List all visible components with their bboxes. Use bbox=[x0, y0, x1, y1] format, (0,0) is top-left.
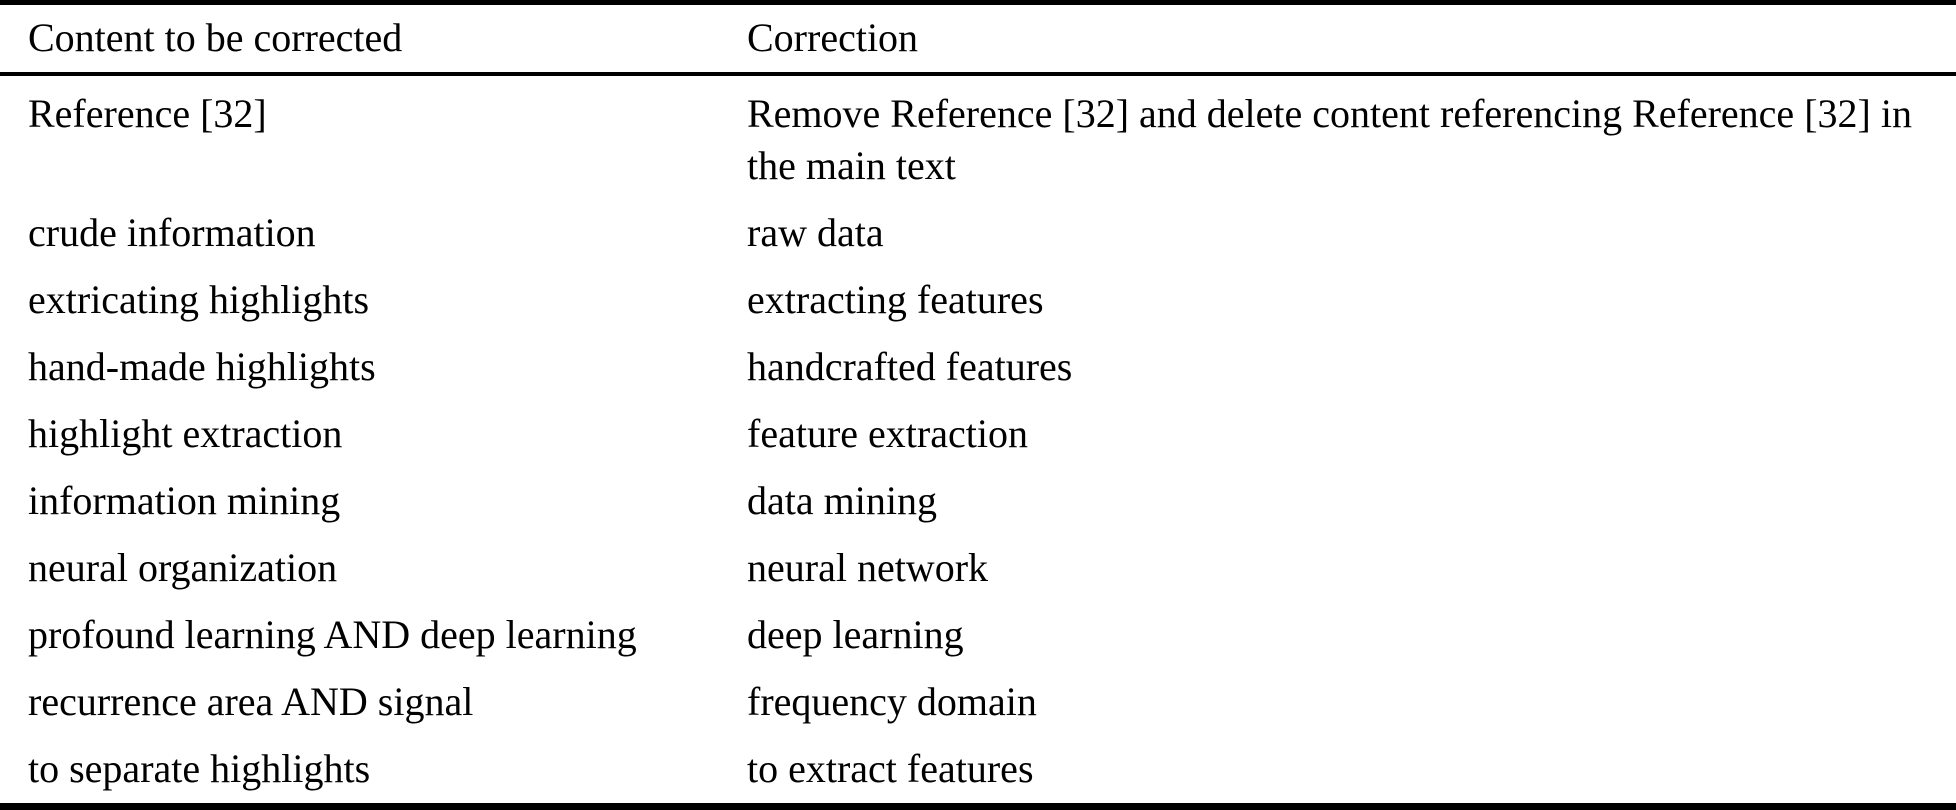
header-correction: Correction bbox=[747, 2, 1956, 76]
table-row: recurrence area AND signal frequency dom… bbox=[0, 669, 1956, 736]
correction-cell: raw data bbox=[747, 210, 884, 255]
correction-cell: to extract features bbox=[747, 746, 1034, 791]
correction-cell: data mining bbox=[747, 478, 937, 523]
content-cell: to separate highlights bbox=[28, 746, 371, 791]
table-row: to separate highlights to extract featur… bbox=[0, 736, 1956, 807]
content-cell: information mining bbox=[28, 478, 341, 523]
table-row: information mining data mining bbox=[0, 468, 1956, 535]
correction-cell: extracting features bbox=[747, 277, 1044, 322]
table-row: highlight extraction feature extraction bbox=[0, 401, 1956, 468]
correction-cell: frequency domain bbox=[747, 679, 1037, 724]
content-cell: neural organization bbox=[28, 545, 338, 590]
correction-cell: deep learning bbox=[747, 612, 964, 657]
header-content-to-be-corrected: Content to be corrected bbox=[0, 2, 747, 76]
table-row: extricating highlights extracting featur… bbox=[0, 267, 1956, 334]
correction-cell: feature extraction bbox=[747, 411, 1028, 456]
header-row: Content to be corrected Correction bbox=[0, 2, 1956, 76]
content-cell: Reference [32] bbox=[28, 91, 267, 136]
content-cell: profound learning AND deep learning bbox=[28, 612, 637, 657]
correction-cell: neural network bbox=[747, 545, 989, 590]
table-row: crude information raw data bbox=[0, 200, 1956, 267]
content-cell: extricating highlights bbox=[28, 277, 370, 322]
correction-cell: Remove Reference [32] and delete content… bbox=[747, 91, 1912, 188]
table-header: Content to be corrected Correction bbox=[0, 2, 1956, 76]
table-row: hand-made highlights handcrafted feature… bbox=[0, 334, 1956, 401]
content-cell: recurrence area AND signal bbox=[28, 679, 474, 724]
content-cell: hand-made highlights bbox=[28, 344, 376, 389]
table-body: Reference [32] Remove Reference [32] and… bbox=[0, 74, 1956, 807]
table-row: Reference [32] Remove Reference [32] and… bbox=[0, 74, 1956, 200]
content-cell: crude information bbox=[28, 210, 316, 255]
correction-cell: handcrafted features bbox=[747, 344, 1073, 389]
table-row: profound learning AND deep learning deep… bbox=[0, 602, 1956, 669]
content-cell: highlight extraction bbox=[28, 411, 343, 456]
table-row: neural organization neural network bbox=[0, 535, 1956, 602]
